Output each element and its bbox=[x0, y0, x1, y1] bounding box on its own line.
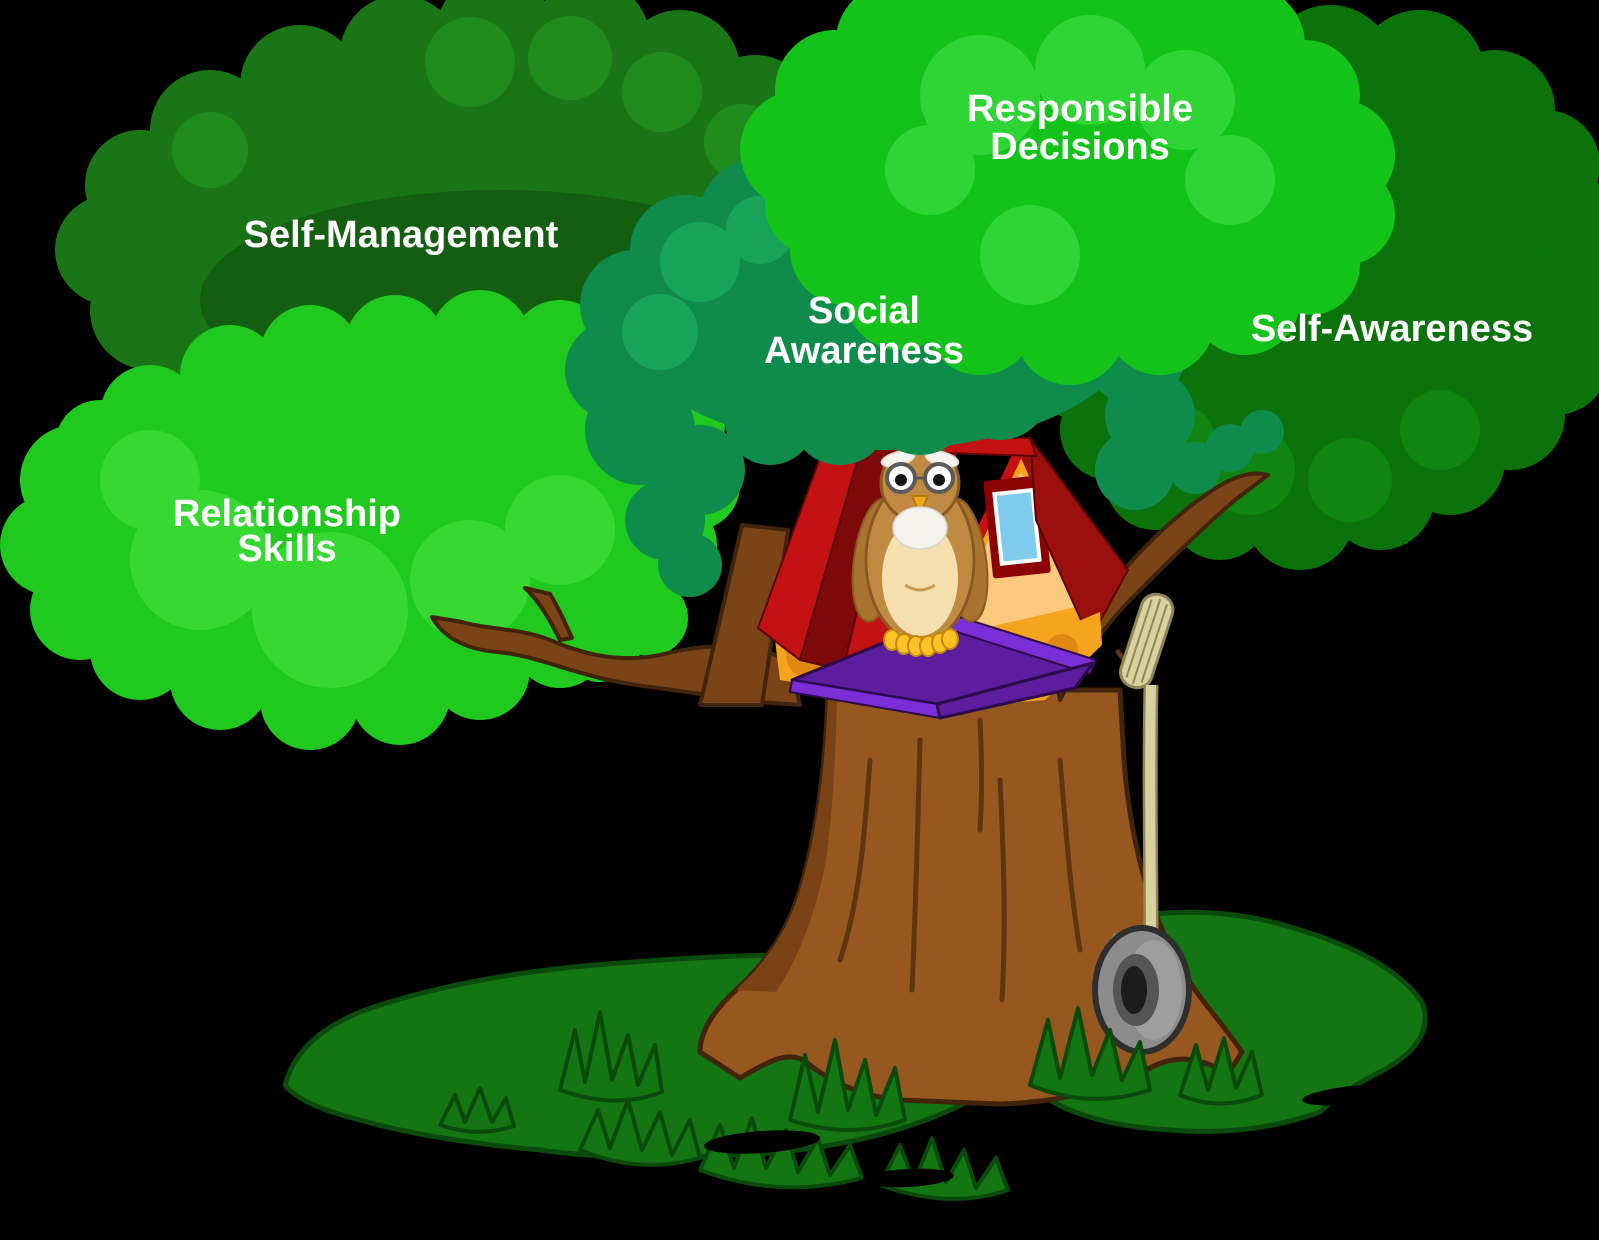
owl-beak bbox=[910, 495, 930, 517]
owl-belly bbox=[882, 520, 958, 636]
label-relationship-skills-line1: Relationship bbox=[173, 493, 401, 535]
tire bbox=[1092, 925, 1192, 1055]
tire-swing bbox=[1092, 592, 1192, 1055]
label-self-management: Self-Management bbox=[244, 214, 559, 256]
label-self-awareness: Self-Awareness bbox=[1251, 308, 1533, 350]
label-social-awareness-line1: Social bbox=[808, 290, 920, 332]
label-responsible-decisions-line2: Decisions bbox=[990, 126, 1170, 168]
owl-left-pupil bbox=[895, 474, 907, 486]
owl-illustration bbox=[851, 442, 989, 657]
rope-knot bbox=[1119, 592, 1175, 690]
label-social-awareness-line2: Awareness bbox=[764, 330, 964, 372]
competency-labels: Self-Management Responsible Decisions So… bbox=[173, 88, 1533, 570]
label-relationship-skills-line2: Skills bbox=[237, 528, 336, 570]
owl-feet bbox=[883, 628, 959, 657]
rope-strand bbox=[1145, 684, 1156, 943]
owl-right-pupil bbox=[933, 474, 945, 486]
owl-belly-line bbox=[904, 583, 936, 592]
label-responsible-decisions-line1: Responsible bbox=[967, 88, 1193, 130]
treehouse-platform bbox=[788, 612, 1098, 720]
grass-shadow-slits bbox=[704, 1084, 1402, 1188]
foliage-responsible-decisions bbox=[740, 0, 1395, 385]
owl-beard bbox=[892, 506, 948, 550]
treehouse bbox=[756, 434, 1130, 720]
tree-branch-support bbox=[698, 523, 790, 707]
